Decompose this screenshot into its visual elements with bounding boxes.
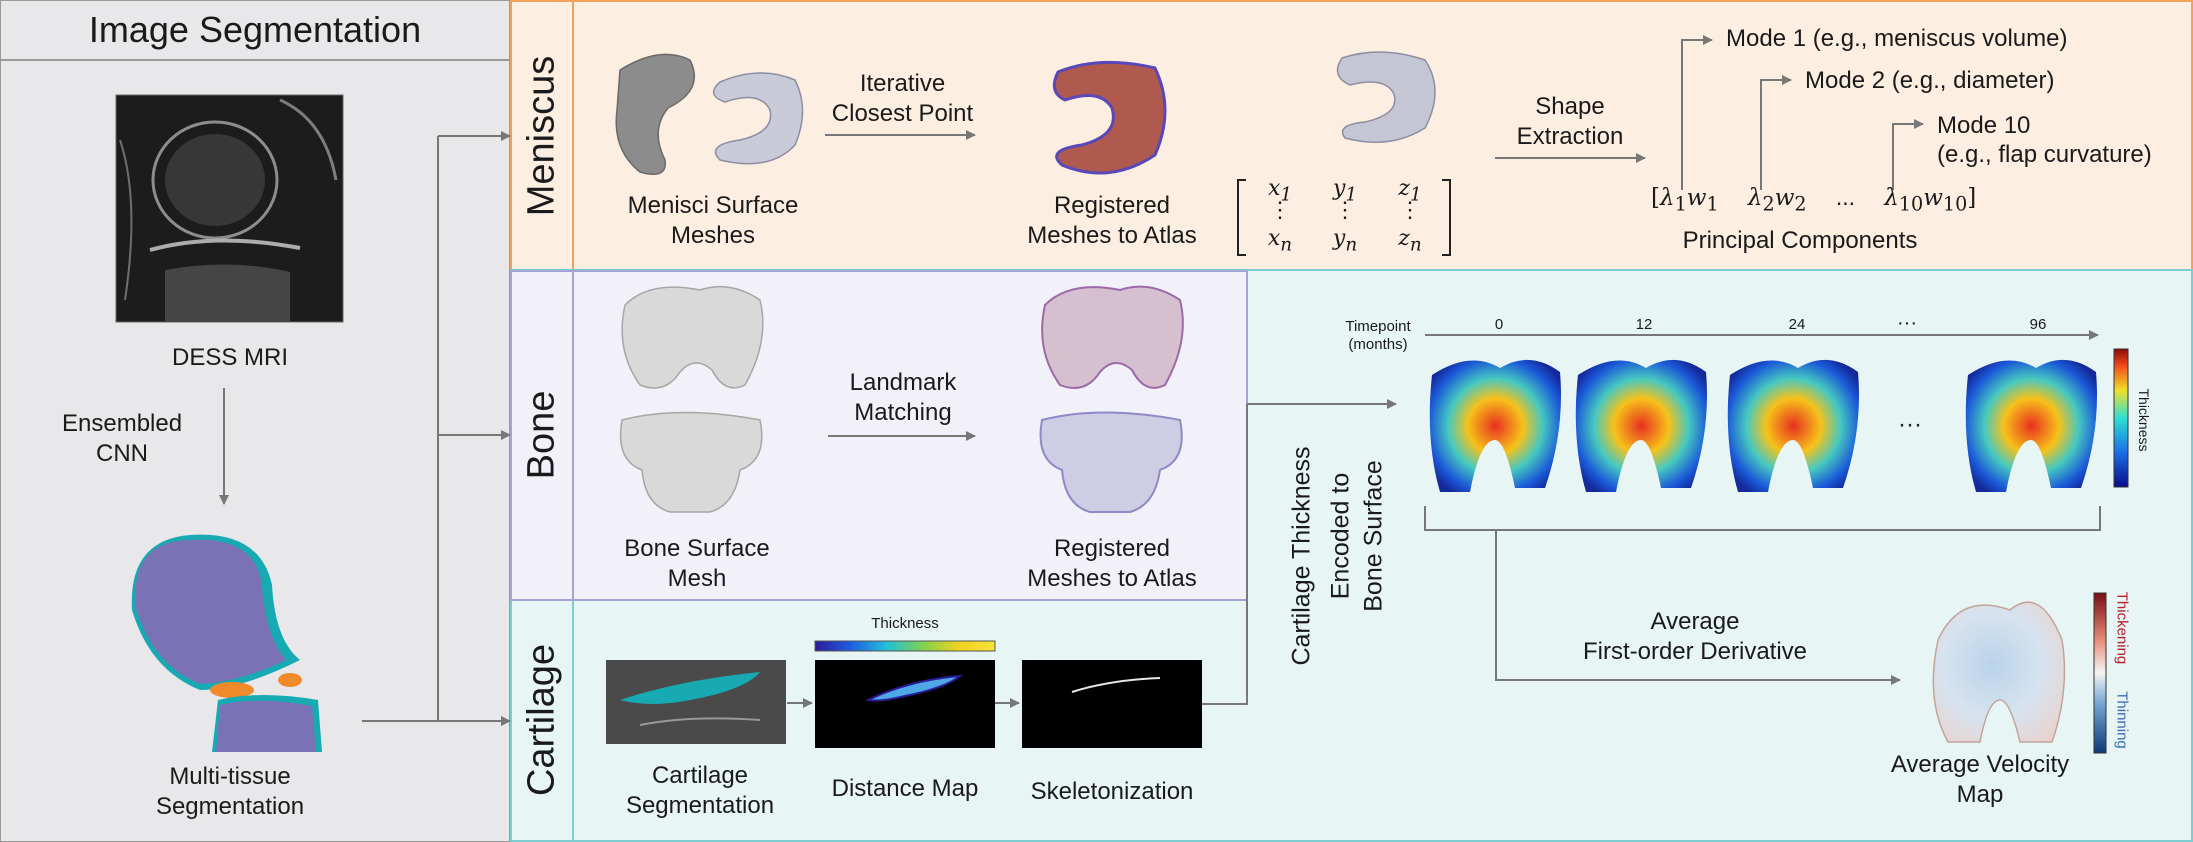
registered-bone-label-1: Registered <box>1053 535 1171 562</box>
atlas-meniscus <box>1336 51 1436 143</box>
meniscus-row-title: Meniscus <box>520 55 563 217</box>
cartilage-seg-label-2: Segmentation <box>625 792 775 819</box>
cnn-label-2: CNN <box>96 440 148 467</box>
bone-surface-label-1: Bone Surface <box>624 535 770 562</box>
bone-row-title: Bone <box>520 390 563 480</box>
tick-label: 96 <box>2029 316 2047 333</box>
registered-menisci-label-1: Registered <box>1053 192 1171 219</box>
mode1-label: Mode 1 (e.g., meniscus volume) <box>1726 25 2068 52</box>
bone-mesh <box>619 285 764 513</box>
mri-slice <box>119 98 338 322</box>
icp-label-2: Closest Point <box>831 100 974 127</box>
registered-menisci-label-2: Meshes to Atlas <box>1027 222 1197 249</box>
derivative-label-1: Average <box>1650 608 1740 635</box>
encode-label-2: Encoded to <box>1326 472 1355 600</box>
icp-label-1: Iterative <box>859 70 946 97</box>
velocity-map-label-2: Map <box>1956 781 2004 808</box>
mri-label: DESS MRI <box>171 344 288 371</box>
skeletonization-label: Skeletonization <box>1030 778 1194 805</box>
registered-bone-label-2: Meshes to Atlas <box>1027 565 1197 592</box>
shape-label-2: Extraction <box>1516 123 1624 150</box>
mode2-label: Mode 2 (e.g., diameter) <box>1805 67 2055 94</box>
menisci-surface-label-1: Menisci Surface <box>627 192 799 219</box>
cnn-label-1: Ensembled <box>62 410 183 437</box>
pc-vector: [λ1w1 λ2w2 ... λ10w10] <box>1651 184 1977 216</box>
segmentation-mask <box>131 534 322 752</box>
encode-label-1: Cartilage Thickness <box>1287 446 1316 666</box>
pc-ellipsis: ... <box>1835 184 1855 210</box>
registered-menisci <box>1052 60 1167 175</box>
tick-label: 0 <box>1494 316 1504 333</box>
mode10-label-2: (e.g., flap curvature) <box>1937 141 2152 168</box>
timepoint-label-1: Timepoint <box>1345 318 1411 335</box>
menisci-surface-label-2: Meshes <box>670 222 756 249</box>
cartilage-row-title: Cartilage <box>520 643 563 797</box>
pc-label: Principal Components <box>1682 227 1918 254</box>
distance-thickness-label: Thickness <box>871 615 939 632</box>
velocity-map <box>1932 601 2066 743</box>
seg-label-1: Multi-tissue <box>169 763 291 790</box>
menisci-meshes <box>615 53 804 175</box>
timepoint-label-2: (months) <box>1348 336 1408 353</box>
tick-ellipsis: ··· <box>1897 312 1917 334</box>
thinning-label: Thinning <box>2113 691 2131 749</box>
bone-surface-label-2: Mesh <box>667 565 727 592</box>
tick-label: 12 <box>1635 316 1653 333</box>
maps-ellipsis: ··· <box>1898 411 1922 438</box>
derivative-label-2: First-order Derivative <box>1582 638 1808 665</box>
thickness-maps <box>1429 359 2097 492</box>
encode-label-3: Bone Surface <box>1359 460 1388 612</box>
thickness-colorbar-label: Thickness <box>2136 388 2152 452</box>
registered-bone <box>1039 285 1184 513</box>
tick-label: 24 <box>1788 316 1806 333</box>
distance-map-label: Distance Map <box>831 775 979 802</box>
shape-label-1: Shape <box>1535 93 1605 120</box>
landmark-label-2: Matching <box>854 399 952 426</box>
cartilage-seg-label-1: Cartilage <box>651 762 749 789</box>
landmark-label-1: Landmark <box>849 369 957 396</box>
velocity-map-label-1: Average Velocity <box>1890 751 2070 778</box>
segmentation-title: Image Segmentation <box>88 9 422 50</box>
seg-label-2: Segmentation <box>155 793 305 820</box>
mode10-label-1: Mode 10 <box>1937 112 2031 139</box>
thickening-label: Thickening <box>2113 591 2131 665</box>
